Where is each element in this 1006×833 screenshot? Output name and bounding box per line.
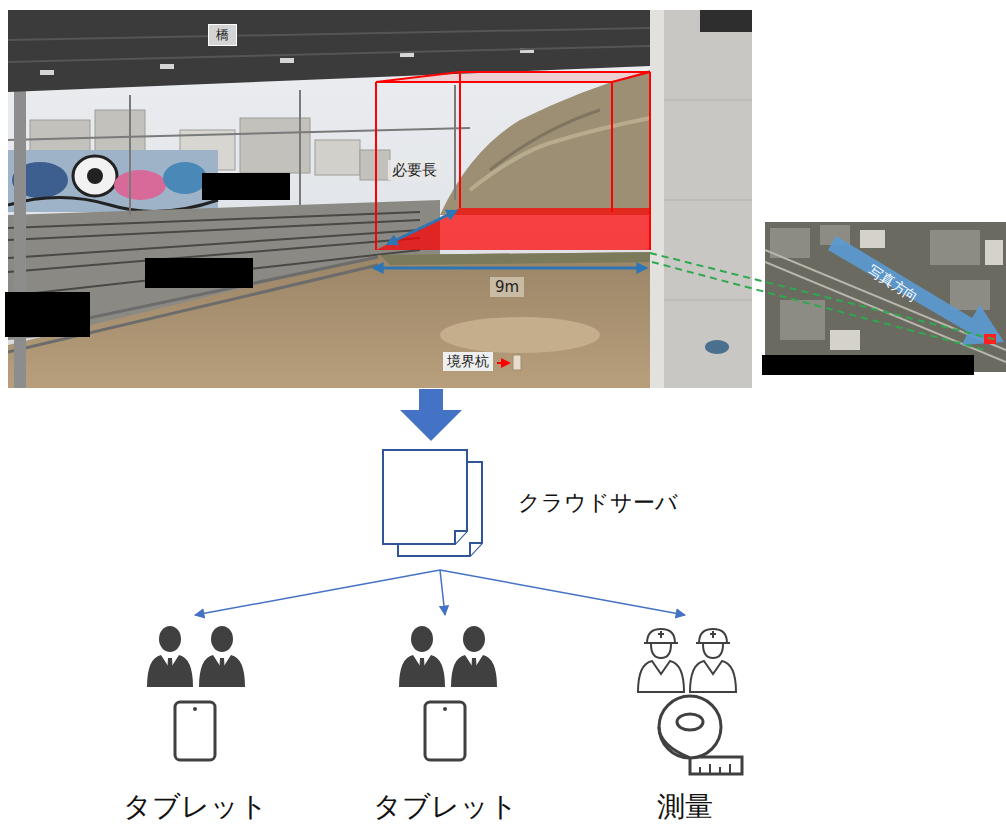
- user-group: タブレット: [95, 615, 295, 828]
- map-thumbnail: [765, 222, 1006, 372]
- tablet-icon: [175, 702, 465, 760]
- node-label: タブレット: [345, 790, 545, 824]
- dimension-label: 必要長: [388, 160, 441, 180]
- tape-measure-icon: [659, 696, 742, 774]
- node-label: タブレット: [95, 790, 295, 824]
- node-label: クラウドサーバ: [518, 490, 678, 516]
- structure-label: 橋: [208, 24, 237, 46]
- user-icon: [147, 626, 497, 687]
- site-photo: [8, 10, 752, 388]
- worker-icon: [638, 629, 736, 692]
- cloud-server: クラウドサーバ: [370, 440, 700, 570]
- connector: [440, 570, 685, 615]
- redaction: [5, 173, 290, 337]
- user-group: タブレット: [345, 615, 545, 828]
- connector: [440, 570, 445, 615]
- connector: [195, 570, 440, 615]
- leader-line: [650, 253, 997, 350]
- document-icon: [383, 450, 482, 556]
- flow-arrow: [400, 389, 462, 441]
- redaction: [762, 355, 974, 375]
- survey-group: 測量: [585, 615, 785, 828]
- node-label: 測量: [585, 790, 785, 824]
- stake-label: 境界杭: [443, 352, 493, 371]
- dimension-label: 9m: [490, 277, 524, 297]
